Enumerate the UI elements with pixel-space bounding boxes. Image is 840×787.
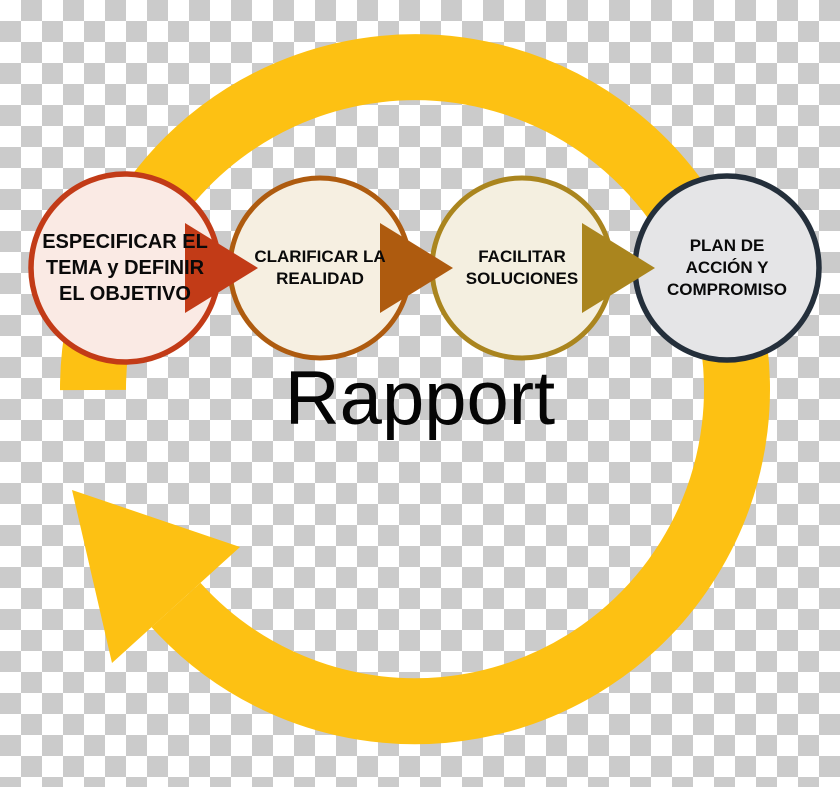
step-circle-plan [632, 173, 822, 363]
cycle-arrowhead [72, 490, 240, 663]
step-connector-arrow-2 [380, 223, 453, 313]
step-connector-arrow-1 [185, 223, 258, 313]
step-connector-arrow-3 [582, 223, 655, 313]
cycle-arrow-ring [60, 34, 770, 745]
